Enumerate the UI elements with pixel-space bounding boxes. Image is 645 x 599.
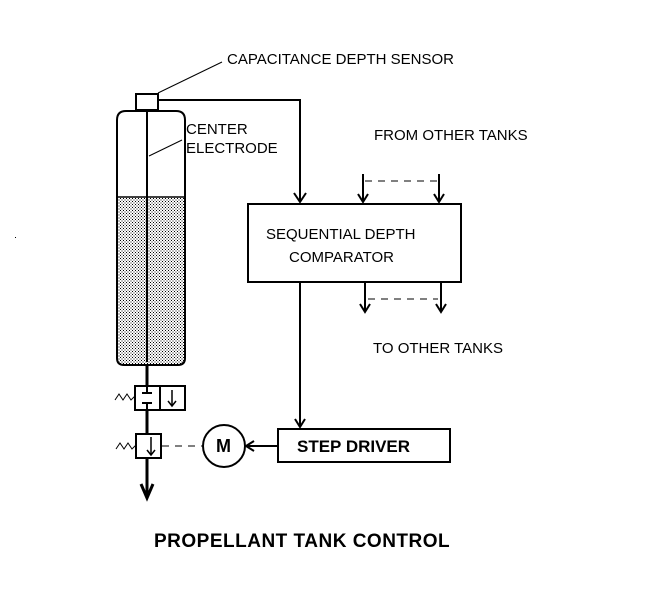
propellant-tank	[116, 110, 186, 366]
to-other-tanks-arrows	[359, 283, 447, 314]
motor-circle	[202, 424, 246, 468]
tank-outline	[116, 110, 186, 366]
arrowhead-into-driver	[294, 418, 306, 429]
electrode-label-line1: CENTER	[186, 121, 248, 138]
arrowhead-into-comparator	[293, 192, 307, 204]
outlet-flow-arrow	[139, 483, 155, 502]
step-driver-label: STEP DRIVER	[297, 437, 411, 456]
electrode-leader-line	[148, 139, 183, 157]
electrode-label-line2: ELECTRODE	[186, 140, 278, 157]
stray-dot	[15, 237, 16, 238]
capacitance-sensor-box	[135, 93, 159, 111]
step-driver-box	[277, 428, 451, 463]
comparator-label-line2: COMPARATOR	[289, 249, 395, 266]
spring-icon	[114, 393, 136, 401]
comparator-box	[247, 203, 462, 283]
comparator-label-line1: SEQUENTIAL DEPTH	[266, 226, 416, 243]
spring-icon	[115, 442, 137, 450]
shutoff-valve	[114, 385, 186, 411]
from-other-tanks-arrows	[357, 174, 445, 204]
to-other-tanks-label: TO OTHER TANKS	[373, 340, 504, 357]
sensor-label: CAPACITANCE DEPTH SENSOR	[227, 51, 454, 68]
from-other-tanks-label: FROM OTHER TANKS	[374, 127, 528, 144]
propellant-fill	[117, 197, 185, 365]
sensor-signal-line	[158, 99, 301, 202]
metering-valve	[115, 433, 162, 459]
sensor-leader-line	[157, 61, 223, 94]
motor-label: M	[216, 436, 231, 456]
diagram-title: PROPELLANT TANK CONTROL	[154, 531, 451, 552]
